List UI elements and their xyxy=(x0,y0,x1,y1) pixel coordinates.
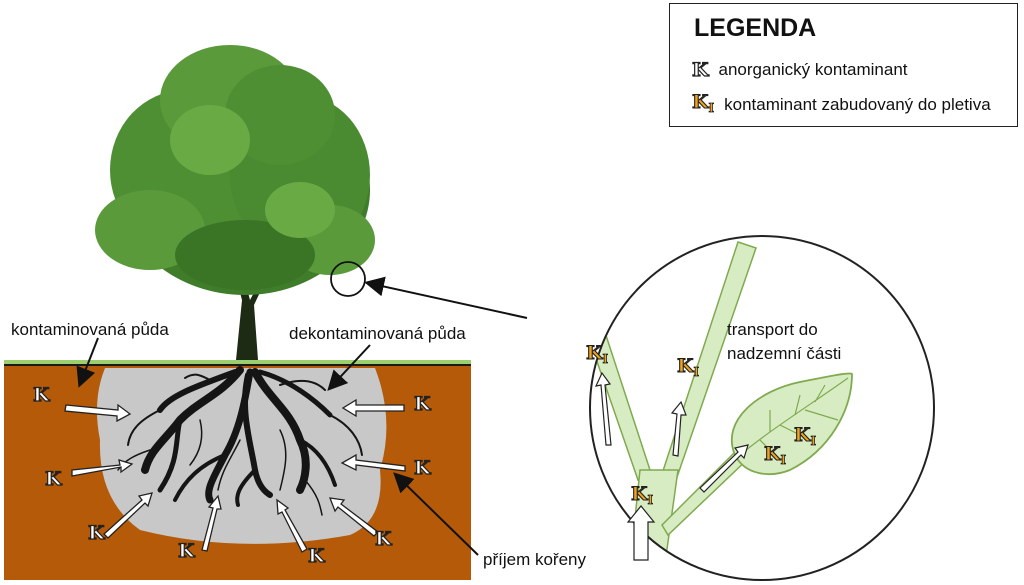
label-transport-line2: nadzemní části xyxy=(727,344,842,363)
uptake-arrow xyxy=(328,497,379,537)
incorporated-contaminant-symbol: KI xyxy=(676,355,700,379)
legend-text-incorporated: kontaminant zabudovaný do pletiva xyxy=(724,95,991,114)
label-decontaminated-soil: dekontaminovaná půda xyxy=(289,324,466,343)
leaf xyxy=(730,372,853,476)
transport-arrow xyxy=(594,371,612,446)
label-contaminated-soil: kontaminovaná půda xyxy=(11,320,169,339)
contaminant-symbol: K xyxy=(307,545,325,567)
incorporated-contaminant-symbol: KI xyxy=(793,424,817,448)
contaminant-symbol: K xyxy=(87,522,105,544)
root-system xyxy=(117,366,363,516)
zoom-arrow xyxy=(364,276,528,319)
uptake-arrow xyxy=(103,492,153,539)
tree-canopy xyxy=(95,45,375,295)
contaminant-symbol: K xyxy=(413,393,431,415)
contaminant-symbol: K xyxy=(44,468,62,490)
label-transport-line1: transport do xyxy=(727,320,818,339)
incorporated-contaminant-symbol: KI xyxy=(763,443,787,467)
pointer-arrow-contaminated xyxy=(76,337,99,388)
uptake-arrow xyxy=(64,403,132,423)
legend-title: LEGENDA xyxy=(694,14,817,42)
contaminant-symbol: K xyxy=(177,540,195,562)
transport-arrow xyxy=(626,505,656,561)
zoom-view xyxy=(589,235,935,581)
tree-trunk xyxy=(236,285,262,360)
label-root-uptake: příjem kořeny xyxy=(483,550,586,569)
transport-arrow xyxy=(670,400,687,457)
uptake-arrow xyxy=(341,398,405,418)
pointer-arrow-uptake xyxy=(393,472,479,556)
uptake-arrow xyxy=(276,498,308,553)
uptake-arrow xyxy=(201,494,222,552)
legend-item-inorganic: K anorganický kontaminant xyxy=(691,59,908,81)
grass-line xyxy=(4,360,471,365)
legend-box: LEGENDA K anorganický kontaminant KI kon… xyxy=(669,3,1018,127)
contaminant-symbol: K xyxy=(32,384,50,406)
legend-symbol-inorganic: K xyxy=(691,59,709,81)
legend-item-incorporated: KI kontaminant zabudovaný do pletiva xyxy=(691,91,991,118)
contaminant-symbol: K xyxy=(413,457,431,479)
incorporated-contaminant-symbol: KI xyxy=(630,483,654,507)
incorporated-contaminant-symbol: KI xyxy=(585,342,609,366)
uptake-arrow xyxy=(71,459,134,477)
contaminant-symbol: K xyxy=(374,528,392,550)
legend-symbol-incorporated: KI xyxy=(691,91,715,115)
transport-arrow xyxy=(699,444,749,493)
legend-text-inorganic: anorganický kontaminant xyxy=(718,60,908,79)
pointer-arrow-decontaminated xyxy=(327,344,371,391)
uptake-arrow xyxy=(340,453,406,472)
uptake-arrows xyxy=(64,398,406,553)
decontaminated-zone xyxy=(96,368,387,544)
